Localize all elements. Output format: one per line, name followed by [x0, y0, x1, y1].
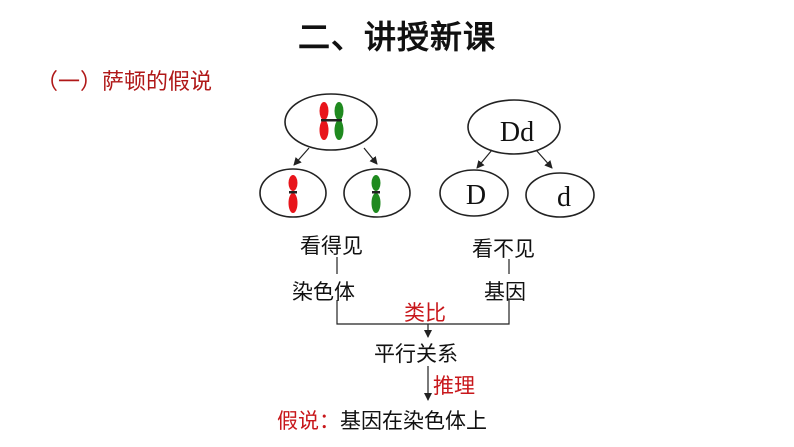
hypothesis-prefix: 假说：: [277, 409, 340, 433]
parent-cell-chromosomes: [284, 93, 378, 151]
hypothesis-statement: 假说：基因在染色体上: [277, 405, 487, 435]
hypothesis-text: 基因在染色体上: [340, 409, 487, 433]
analogy-bracket: [336, 300, 510, 325]
gene-label: 基因: [484, 280, 526, 304]
analogy-label: 类比: [404, 301, 446, 325]
inference-label: 推理: [433, 374, 475, 398]
split-arrow-right-2: [535, 149, 553, 169]
allele-dominant-label: D: [466, 180, 486, 211]
split-arrow-left-1: [293, 147, 310, 166]
allele-recessive-label: d: [557, 182, 571, 213]
chromosome-pair: [319, 102, 344, 140]
genotype-label: Dd: [500, 117, 534, 148]
gamete-cell-recessive: [525, 172, 595, 218]
parallel-relation-label: 平行关系: [374, 342, 458, 366]
page-title: 二、讲授新课: [297, 18, 496, 56]
gamete-cell-dominant: [439, 169, 509, 217]
split-arrow-right-1: [476, 149, 493, 169]
chromosome-red: [288, 175, 298, 213]
section-heading: （一）萨顿的假说: [36, 70, 213, 95]
chromosome-label: 染色体: [292, 280, 355, 304]
chromosome-green: [371, 175, 381, 213]
invisible-caption: 看不见: [472, 237, 535, 261]
split-arrow-left-2: [363, 147, 378, 165]
parent-cell-genes: [467, 99, 561, 155]
visible-caption: 看得见: [300, 234, 363, 258]
